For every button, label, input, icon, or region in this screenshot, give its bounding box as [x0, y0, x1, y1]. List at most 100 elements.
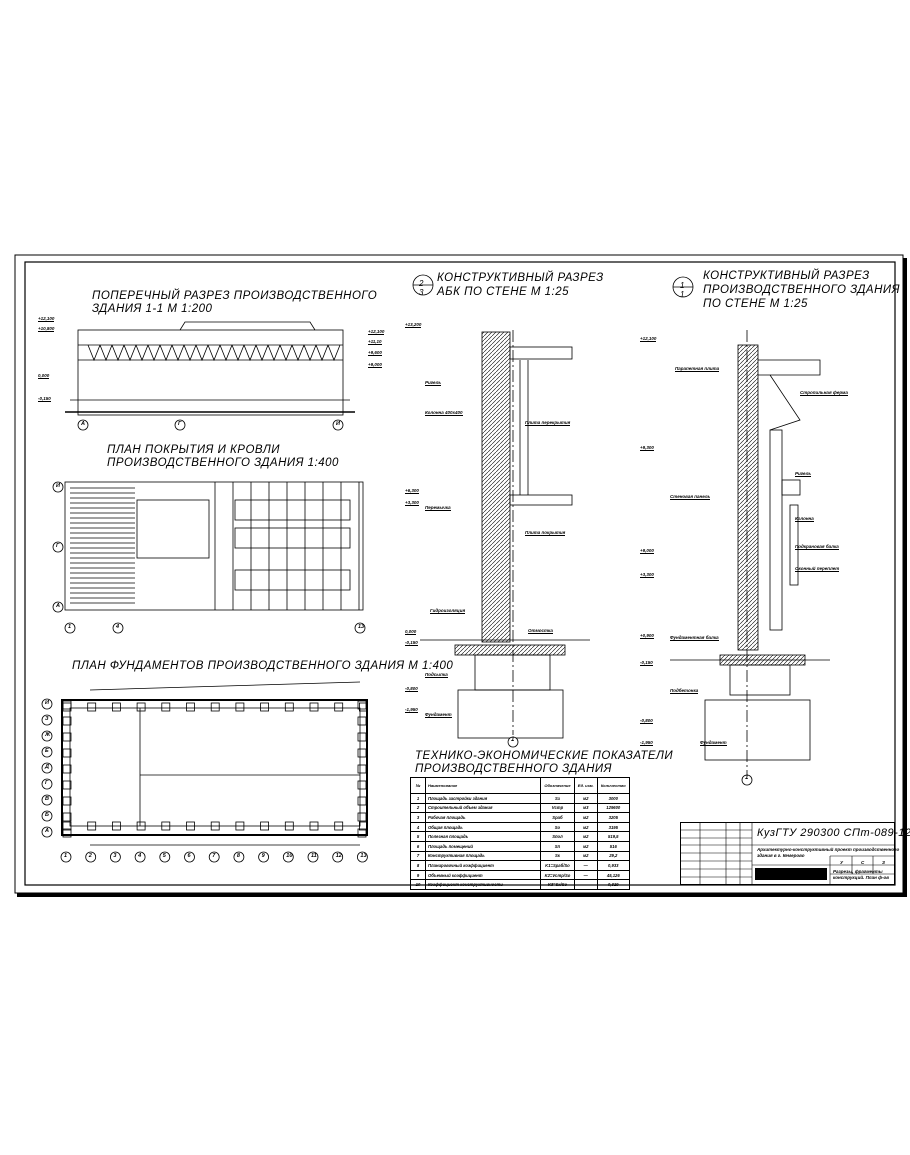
- table-cell: K1=Sраб/So: [540, 860, 575, 871]
- footing: [62, 716, 72, 726]
- foundplan-title: ПЛАН ФУНДАМЕНТОВ ПРОИЗВОДСТВЕННОГО ЗДАНИ…: [72, 660, 454, 672]
- found-axis-col-bubble: [307, 851, 319, 863]
- footing: [260, 821, 270, 831]
- footing: [358, 821, 368, 831]
- prod-title-3: ПО СТЕНЕ М 1:25: [703, 298, 808, 310]
- prod-marker-top: 1: [680, 281, 685, 290]
- abk-elevation: -0,800: [405, 686, 418, 692]
- abk-callout: Плита перекрытия: [525, 420, 571, 426]
- table-cell: 3000: [596, 793, 631, 804]
- abk-callout: Перемычка: [425, 505, 451, 511]
- found-axis-col-label: 3: [113, 853, 117, 859]
- table-cell: Строительный объем здания: [425, 802, 541, 814]
- footing: [357, 796, 367, 806]
- found-axis-row-label: Б: [45, 812, 49, 818]
- footing: [235, 702, 245, 712]
- footing: [62, 812, 72, 822]
- prod-elevation: -0,150: [640, 660, 653, 666]
- roof-axis-col-label: 4: [116, 624, 120, 630]
- found-axis-col-bubble: [60, 851, 72, 863]
- footing: [62, 732, 72, 742]
- table-cell: 2: [410, 802, 426, 814]
- abk-axis-label: 1: [511, 737, 515, 743]
- found-axis-col-bubble: [258, 851, 270, 863]
- table-cell: —: [573, 869, 598, 881]
- abk-callout: Плита покрытия: [525, 530, 566, 536]
- sheet-name-1: Разрезы, фрагменты: [833, 869, 883, 874]
- found-axis-col-label: 1: [64, 853, 68, 859]
- table-cell: Sпол: [540, 831, 575, 842]
- footing: [357, 812, 367, 822]
- found-axis-col-label: 8: [236, 853, 240, 859]
- prod-elevation: +3,300: [640, 572, 654, 578]
- footing: [334, 821, 344, 831]
- found-axis-col-label: 4: [138, 853, 142, 859]
- foundation-plan: [61, 681, 368, 846]
- stage-3: З: [882, 860, 885, 865]
- section-axis-bubble: [174, 419, 186, 431]
- roof-axis-col-bubble: [112, 622, 124, 634]
- section11-title-1: ПОПЕРЕЧНЫЙ РАЗРЕЗ ПРОИЗВОДСТВЕННОГО: [92, 290, 378, 302]
- found-axis-row-bubble: [41, 778, 53, 790]
- tep-title-1: ТЕХНИКО-ЭКОНОМИЧЕСКИЕ ПОКАЗАТЕЛИ: [415, 750, 674, 762]
- table-cell: м2: [573, 831, 598, 842]
- project-name-1: Архитектурно-конструктивный проект произ…: [757, 847, 900, 852]
- section-axis-bubble: [332, 419, 344, 431]
- footing: [357, 764, 367, 774]
- footing: [235, 821, 245, 831]
- section-axis-label: А: [81, 421, 85, 427]
- found-axis-row-bubble: [41, 746, 53, 758]
- abk-marker-bottom: 3: [419, 288, 424, 297]
- table-cell: Площадь застройки здания: [425, 793, 541, 804]
- prod-marker-bottom: 1: [680, 290, 685, 299]
- prod-elevation: +0,900: [640, 633, 654, 639]
- found-axis-row-bubble: [41, 810, 53, 822]
- tep-title-2: ПРОИЗВОДСТВЕННОГО ЗДАНИЯ: [415, 763, 612, 775]
- table-cell: Полезная площадь: [425, 831, 541, 842]
- table-cell: м2: [573, 793, 598, 804]
- abk-marker-top: 2: [419, 279, 424, 288]
- table-cell: 3205: [596, 812, 631, 823]
- found-axis-row-label: А: [45, 828, 49, 834]
- table-cell: м2: [573, 840, 598, 852]
- found-axis-row-label: З: [45, 716, 49, 722]
- abk-callout: Подсыпка: [425, 672, 448, 678]
- sheet-shadow-right: [903, 258, 907, 897]
- table-cell: 4: [410, 821, 426, 833]
- found-axis-col-label: 10: [286, 853, 293, 859]
- footing: [161, 702, 171, 712]
- table-cell: 1: [410, 793, 426, 804]
- stage-2: С: [861, 860, 865, 865]
- found-axis-col-bubble: [159, 851, 171, 863]
- roof-axis-col-label: 13: [358, 624, 365, 630]
- table-cell: 5: [410, 831, 426, 842]
- roof-axis-col-label: 1: [68, 624, 72, 630]
- found-axis-col-bubble: [208, 851, 220, 863]
- footing: [62, 828, 72, 838]
- footing: [260, 702, 270, 712]
- table-cell: K3=Sк/So: [540, 879, 575, 890]
- col-header: Обозначение: [540, 777, 575, 794]
- section-elevation: +12,100: [368, 329, 385, 335]
- table-cell: м2: [573, 850, 598, 862]
- prod-callout: Фундаментная балка: [670, 635, 719, 641]
- table-cell: K2=Vстр/So: [540, 869, 575, 881]
- found-axis-row-label: Г: [45, 780, 49, 786]
- footing: [112, 821, 121, 831]
- footing: [357, 828, 367, 838]
- sheet-shadow: [17, 893, 907, 897]
- table-cell: Площадь помещений: [425, 840, 541, 852]
- table-cell: м3: [573, 802, 598, 814]
- section-elevation: +9,600: [368, 350, 382, 356]
- abk-callout: Фундамент: [425, 712, 452, 718]
- abk-callout: Ригель: [425, 380, 442, 386]
- found-axis-col-label: 11: [311, 853, 317, 859]
- roof-axis-row-bubble: [52, 541, 64, 553]
- found-axis-col-bubble: [282, 851, 294, 863]
- prod-elevation: +9,000: [640, 548, 654, 554]
- prod-title-1: КОНСТРУКТИВНЫЙ РАЗРЕЗ: [703, 270, 870, 282]
- found-axis-row-label: Ж: [45, 732, 51, 738]
